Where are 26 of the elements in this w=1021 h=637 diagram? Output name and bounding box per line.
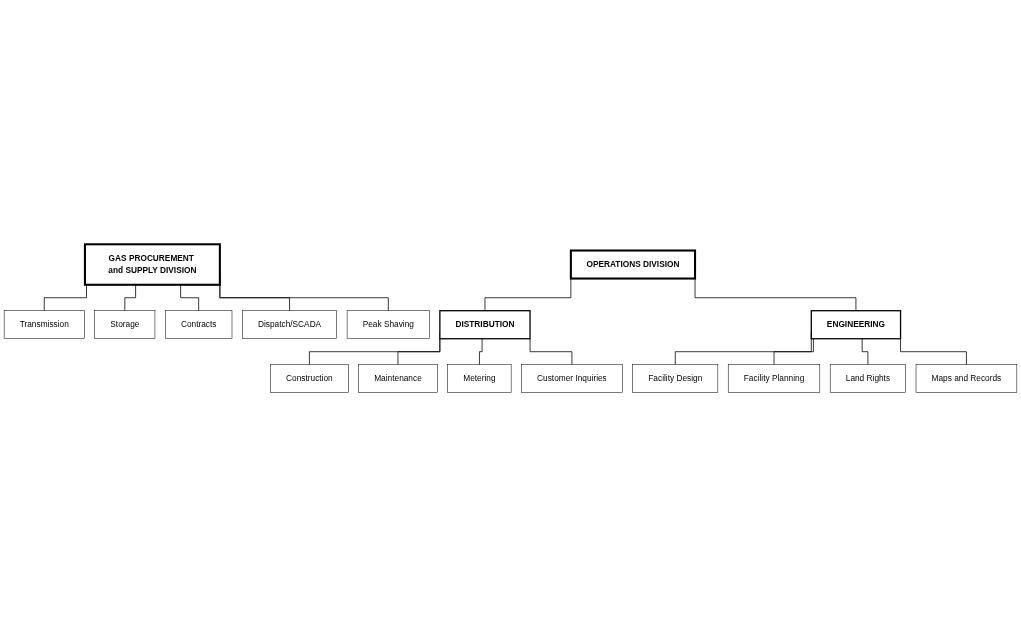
connector — [43, 284, 87, 312]
node-box: Land Rights — [829, 364, 906, 393]
node-box: OPERATIONS DIVISION — [569, 249, 697, 280]
node-box: Peak Shaving — [346, 310, 430, 339]
node-box: Customer Inquiries — [521, 364, 623, 393]
node-box: Storage — [94, 310, 156, 339]
node-box: GAS PROCUREMENT and SUPPLY DIVISION — [83, 243, 221, 286]
node-box: ENGINEERING — [810, 310, 902, 340]
node-box: Contracts — [165, 310, 233, 339]
connector — [479, 338, 483, 366]
node-box: Construction — [270, 364, 349, 393]
node-box: Maintenance — [358, 364, 438, 393]
node-box: DISTRIBUTION — [439, 310, 531, 340]
node-box: Metering — [447, 364, 512, 393]
connector — [861, 338, 869, 366]
connector — [124, 284, 136, 312]
connector — [529, 338, 573, 366]
connector — [180, 284, 200, 312]
connector — [484, 278, 572, 312]
connector — [397, 338, 441, 366]
node-box: Transmission — [3, 310, 85, 339]
node-box: Facility Planning — [727, 364, 821, 393]
node-box: Facility Design — [632, 364, 719, 393]
connector — [773, 338, 814, 366]
node-box: Dispatch/SCADA — [242, 310, 337, 339]
node-box: Maps and Records — [915, 364, 1018, 393]
